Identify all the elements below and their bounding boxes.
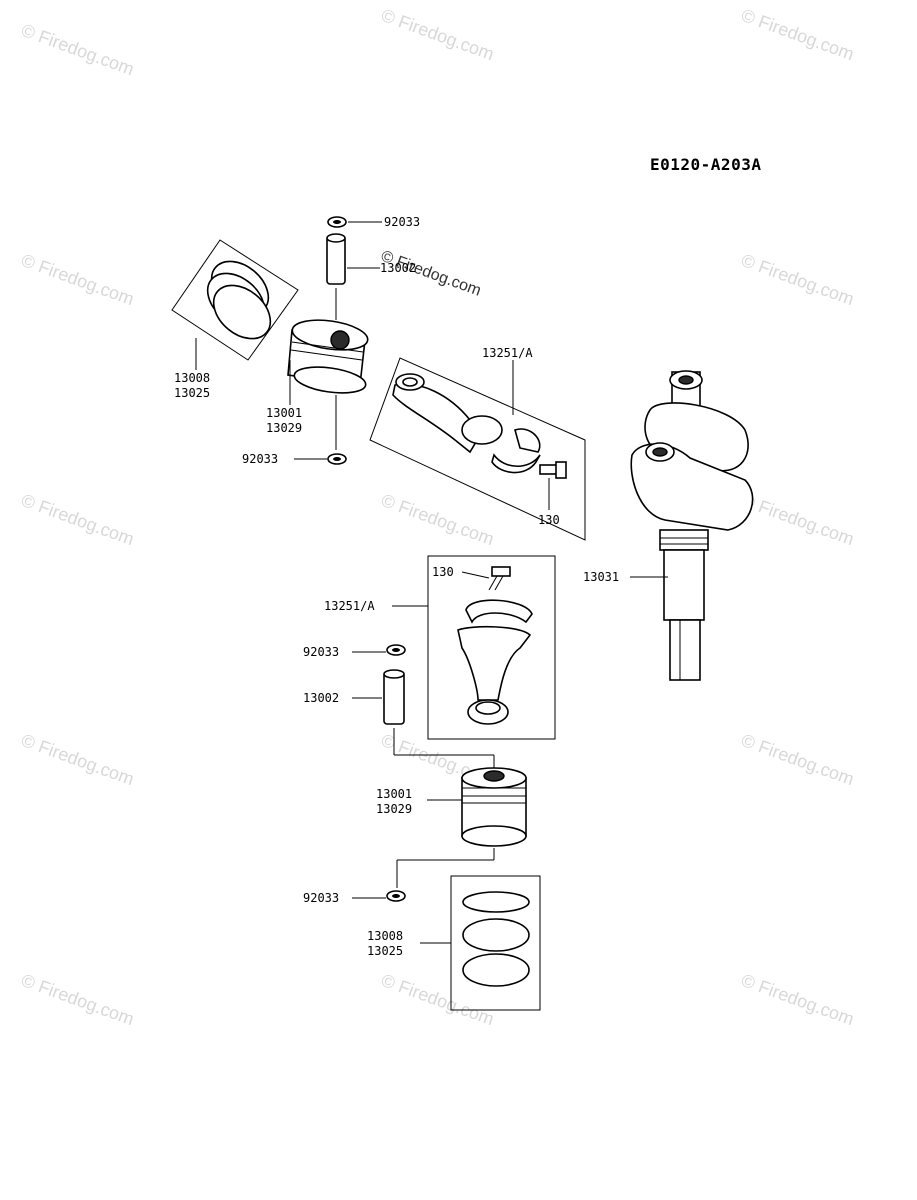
watermark-text: © Firedog.com [19,490,137,549]
part-label: 13002 [380,261,416,275]
part-label: 13001 [266,406,302,420]
part-label: 130 [432,565,454,579]
part-label: 92033 [303,645,339,659]
circlip-icon [327,453,347,465]
connecting-rod-box [369,357,586,541]
part-label: 92033 [303,891,339,905]
part-label: 13008 [174,371,210,385]
circlip-icon [327,216,347,228]
watermark-text: © Firedog.com [19,730,137,789]
part-label: 13029 [266,421,302,435]
circlip-icon [386,890,406,902]
part-label: 13031 [583,570,619,584]
bottom-group: 130 13251/A 92033 13002 [303,555,556,1011]
piston-ring-set-box [450,875,541,1011]
watermark-text: © Firedog.com [379,5,497,64]
part-label: 13025 [174,386,210,400]
circlip-icon [386,644,406,656]
watermark-text: © Firedog.com [739,250,857,309]
watermark-text: © Firedog.com [739,970,857,1029]
part-label: 13008 [367,929,403,943]
part-label: 13002 [303,691,339,705]
piston-icon [287,319,369,394]
watermark-text: © Firedog.com [739,730,857,789]
watermark-text: © Firedog.com [739,490,857,549]
watermark-text: © Firedog.com [19,250,137,309]
part-label: 92033 [242,452,278,466]
crankshaft-icon [630,370,754,681]
part-label: 13251/A [324,599,375,613]
top-group: 92033 13002 13008 13025 13001 [171,215,586,541]
bolt-icon [488,566,511,591]
piston-pin-icon [383,669,405,725]
diagram-code: E0120-A203A [650,155,761,174]
part-label: 92033 [384,215,420,229]
watermark-text: © Firedog.com [19,970,137,1029]
connecting-rod-box [427,555,556,740]
part-label: 13251/A [482,346,533,360]
watermark-text: © Firedog.com [379,490,497,549]
piston-ring-set-box [171,239,299,361]
watermark-text: © Firedog.com [19,20,137,79]
part-label: 13001 [376,787,412,801]
part-label: 13029 [376,802,412,816]
watermark-text: © Firedog.com [739,5,857,64]
piston-icon [461,767,527,847]
piston-pin-icon [326,233,346,285]
part-label: 130 [538,513,560,527]
part-label: 13025 [367,944,403,958]
